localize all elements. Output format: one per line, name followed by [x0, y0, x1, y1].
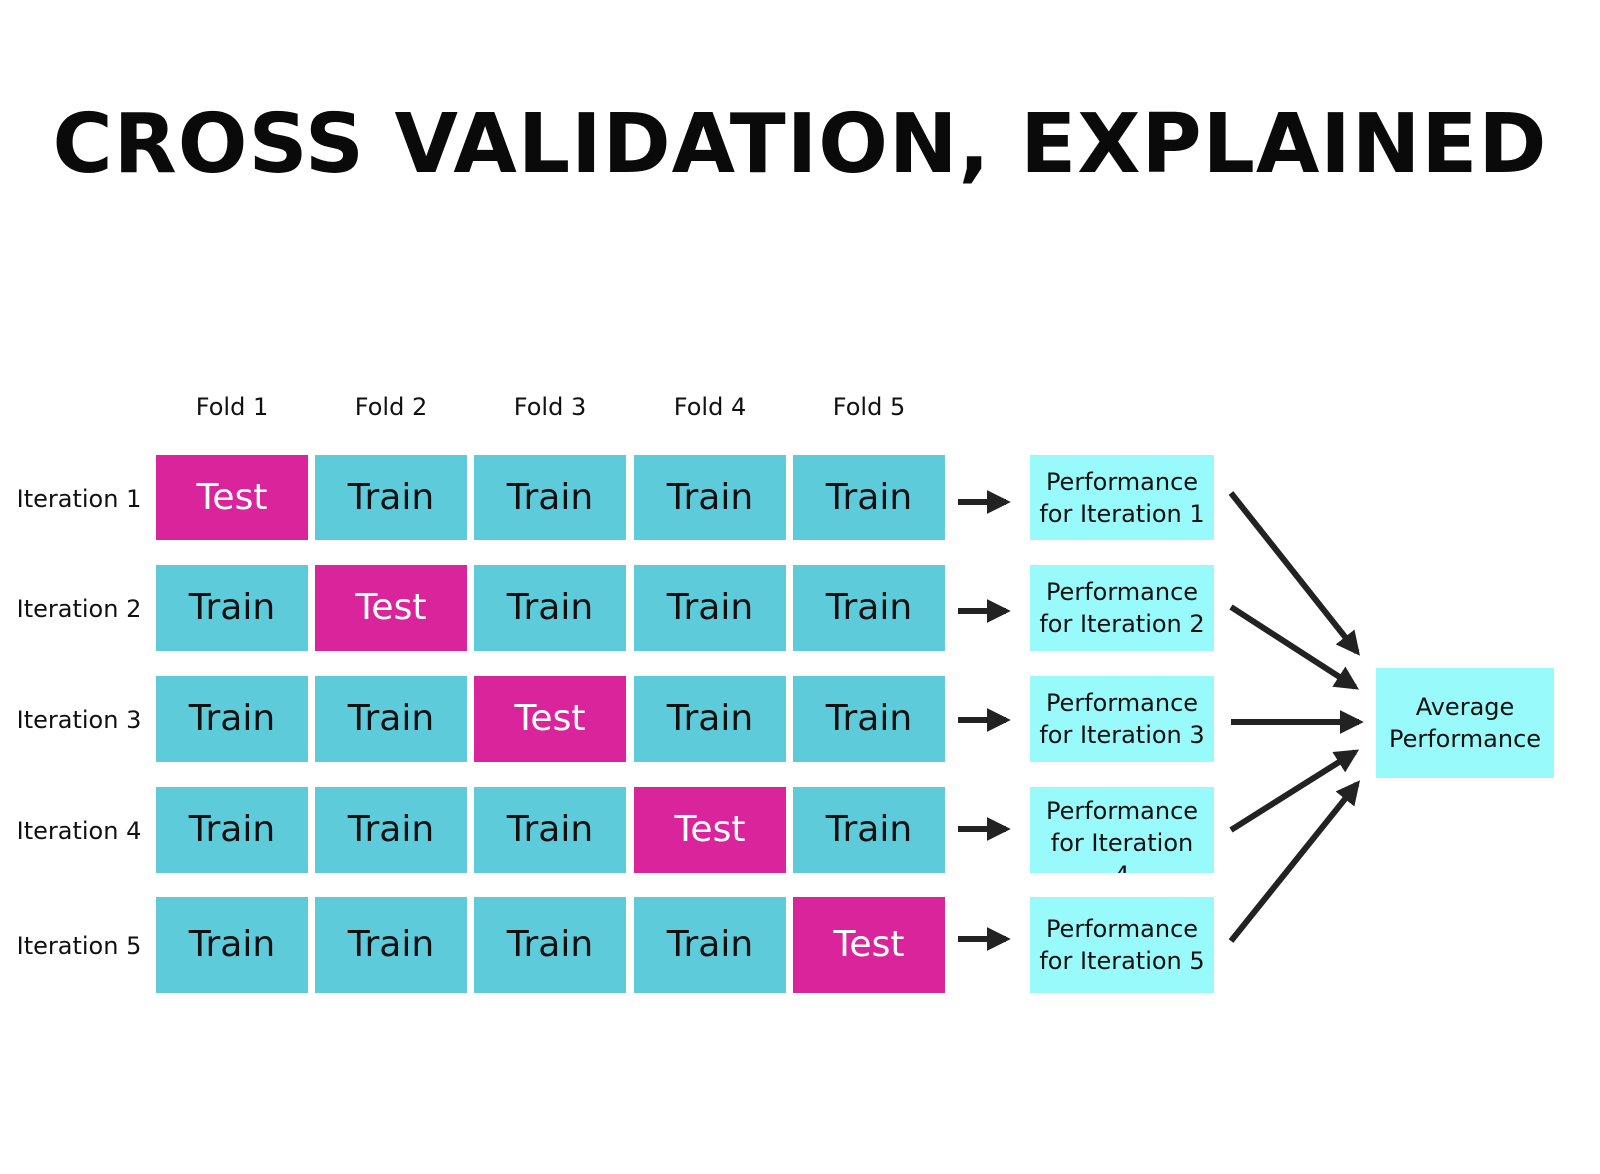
train-fold-cell: Train — [156, 897, 308, 993]
performance-line: Performance — [1045, 467, 1199, 496]
train-fold-cell: Train — [793, 676, 945, 762]
fold-2-label: Fold 2 — [354, 393, 428, 421]
arrow-to-average-5 — [1228, 780, 1361, 943]
performance-line: for Iteration — [1050, 829, 1194, 857]
performance-line: 4 — [1046, 859, 1198, 873]
train-fold-cell: Train — [474, 897, 626, 993]
train-fold-cell: Train — [315, 897, 467, 993]
test-fold-cell: Test — [156, 455, 308, 540]
train-fold-cell: Train — [474, 787, 626, 873]
performance-line: Performance — [1045, 915, 1199, 943]
performance-line: Performance — [1045, 689, 1199, 717]
performance-line: for Iteration 5 — [1039, 947, 1205, 975]
iteration-2-label: Iteration 2 — [16, 595, 142, 623]
train-fold-cell: Train — [793, 787, 945, 873]
train-fold-cell: Train — [156, 787, 308, 873]
fold-4-label: Fold 4 — [673, 393, 747, 421]
train-fold-cell: Train — [634, 676, 786, 762]
performance-box-iteration-4: Performance for Iteration 4 — [1030, 787, 1214, 873]
test-fold-cell: Test — [634, 787, 786, 873]
test-fold-cell: Test — [315, 565, 467, 651]
performance-box-iteration-2: Performance for Iteration 2 — [1030, 565, 1214, 651]
performance-line: Performance — [1045, 797, 1199, 825]
performance-line: Performance — [1045, 578, 1199, 606]
performance-line: for Iteration 3 — [1039, 721, 1205, 749]
iteration-3-label: Iteration 3 — [16, 706, 142, 734]
train-fold-cell: Train — [634, 455, 786, 540]
arrow-to-average-2 — [1229, 604, 1360, 690]
average-line: Average — [1415, 693, 1515, 721]
fold-1-label: Fold 1 — [195, 393, 269, 421]
train-fold-cell: Train — [634, 565, 786, 651]
test-fold-cell: Test — [793, 897, 945, 993]
arrow-to-average-1 — [1228, 491, 1360, 656]
fold-3-label: Fold 3 — [513, 393, 587, 421]
train-fold-cell: Train — [315, 676, 467, 762]
train-fold-cell: Train — [474, 565, 626, 651]
train-fold-cell: Train — [156, 676, 308, 762]
performance-line: for Iteration 1 — [1039, 499, 1205, 528]
iteration-1-label: Iteration 1 — [16, 485, 142, 513]
train-fold-cell: Train — [315, 455, 467, 540]
performance-box-iteration-1: Performance for Iteration 1 — [1030, 455, 1214, 540]
train-fold-cell: Train — [793, 455, 945, 540]
iteration-5-label: Iteration 5 — [16, 932, 142, 960]
arrow-to-average-4 — [1229, 749, 1360, 833]
fold-5-label: Fold 5 — [832, 393, 906, 421]
test-fold-cell: Test — [474, 676, 626, 762]
train-fold-cell: Train — [315, 787, 467, 873]
train-fold-cell: Train — [793, 565, 945, 651]
performance-line: for Iteration 2 — [1039, 610, 1205, 638]
train-fold-cell: Train — [156, 565, 308, 651]
average-line: Performance — [1388, 725, 1542, 753]
performance-box-iteration-3: Performance for Iteration 3 — [1030, 676, 1214, 762]
performance-box-iteration-5: Performance for Iteration 5 — [1030, 897, 1214, 993]
train-fold-cell: Train — [474, 455, 626, 540]
iteration-4-label: Iteration 4 — [16, 817, 142, 845]
train-fold-cell: Train — [634, 897, 786, 993]
page-title: CROSS VALIDATION, EXPLAINED — [52, 97, 1548, 192]
